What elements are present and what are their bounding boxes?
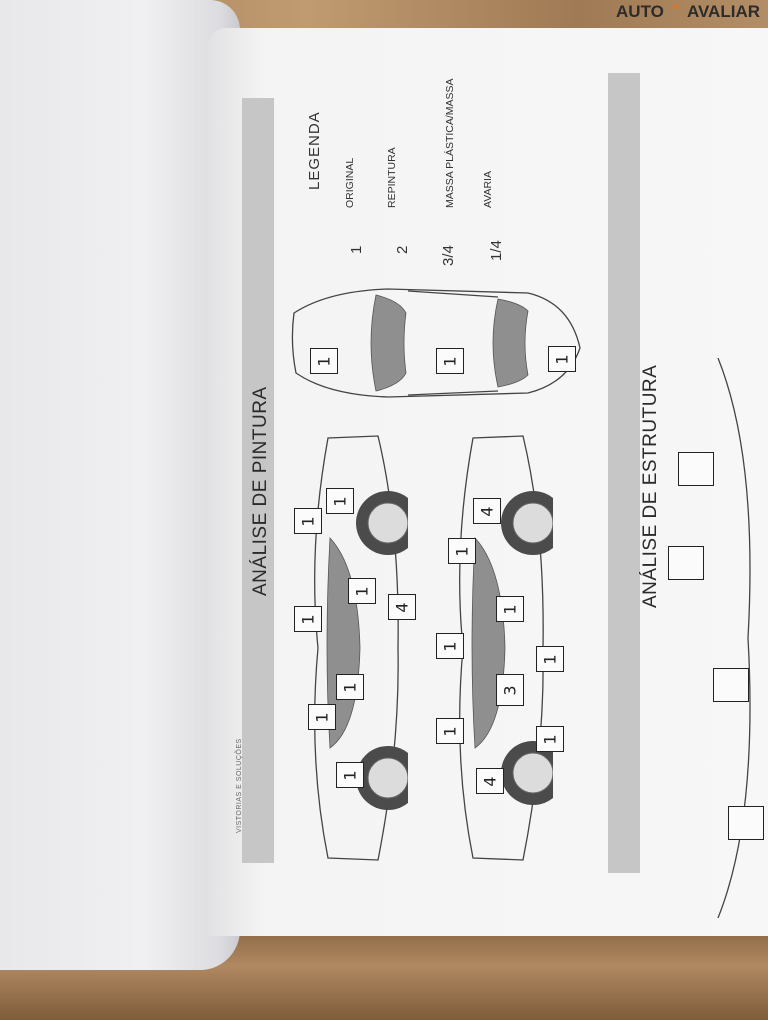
mark-box[interactable]: 4 <box>473 498 501 524</box>
car-structure-view <box>717 358 751 918</box>
mark-box[interactable] <box>668 546 704 580</box>
mark-box[interactable]: 1 <box>548 346 576 372</box>
mark-box[interactable]: 4 <box>476 768 504 794</box>
form-page: ANÁLISE DE PINTURA ANÁLISE DE ESTRUTURA … <box>208 28 768 936</box>
mark-box[interactable]: 1 <box>496 596 524 622</box>
left-page <box>0 0 240 970</box>
mark-box[interactable] <box>728 806 764 840</box>
mark-box[interactable]: 1 <box>326 488 354 514</box>
legend-label-3: MASSA PLÁSTICA/MASSA <box>444 78 456 208</box>
mark-value: 1 <box>314 355 334 367</box>
legend-code-4: 1/4 <box>488 240 505 261</box>
mark-value: 1 <box>552 353 572 365</box>
structure-section-header <box>608 73 640 873</box>
mark-box[interactable]: 1 <box>436 633 464 659</box>
mark-value: 1 <box>440 725 460 737</box>
car-side-view-lower <box>459 435 553 861</box>
mark-value: 1 <box>298 515 318 527</box>
mark-box[interactable]: 1 <box>348 578 376 604</box>
legend-code-3: 3/4 <box>440 245 457 266</box>
paint-section-title: ANÁLISE DE PINTURA <box>250 386 271 596</box>
legend-code-1: 1 <box>348 245 365 254</box>
paint-section-header <box>242 98 274 863</box>
mark-box[interactable]: 1 <box>308 704 336 730</box>
legend-code-2: 2 <box>394 245 411 254</box>
mark-box[interactable]: 1 <box>336 762 364 788</box>
mark-box[interactable]: 1 <box>294 508 322 534</box>
mark-box[interactable]: 1 <box>310 348 338 374</box>
mark-value: 1 <box>452 545 472 557</box>
legend-title: LEGENDA <box>306 111 323 190</box>
mark-box[interactable]: 1 <box>336 674 364 700</box>
mark-value: 4 <box>477 505 497 517</box>
mark-value: 1 <box>298 613 318 625</box>
mark-value: 4 <box>392 601 412 613</box>
legend-label-1: ORIGINAL <box>344 157 356 208</box>
mark-box[interactable]: 1 <box>536 726 564 752</box>
mark-box[interactable]: 1 <box>436 718 464 744</box>
mark-value: 1 <box>440 640 460 652</box>
company-tagline: VISTORIAS E SOLUÇÕES <box>236 738 243 833</box>
mark-value: 1 <box>540 733 560 745</box>
legend-label-4: AVARIA <box>482 171 494 208</box>
mark-value: 1 <box>330 495 350 507</box>
mark-value: 1 <box>312 711 332 723</box>
mark-value: 1 <box>340 681 360 693</box>
mark-box[interactable]: 3 <box>496 674 524 706</box>
mark-box[interactable]: 1 <box>448 538 476 564</box>
brand-suffix: AVALIAR <box>686 2 760 21</box>
mark-value: 4 <box>480 775 500 787</box>
brand-prefix: AUTO <box>616 2 664 21</box>
brand-logo: AUTO ⌃ AVALIAR <box>616 2 760 22</box>
mark-value: 1 <box>352 585 372 597</box>
structure-section-title: ANÁLISE DE ESTRUTURA <box>640 364 661 608</box>
mark-box[interactable]: 4 <box>388 594 416 620</box>
logo-mark-icon: ⌃ <box>668 2 683 21</box>
car-top-view <box>291 288 581 398</box>
mark-value: 3 <box>500 684 520 696</box>
mark-value: 1 <box>340 769 360 781</box>
mark-value: 1 <box>540 653 560 665</box>
mark-box[interactable] <box>678 452 714 486</box>
mark-value: 1 <box>440 355 460 367</box>
legend-label-2: REPINTURA <box>386 147 398 208</box>
mark-box[interactable]: 1 <box>536 646 564 672</box>
mark-box[interactable]: 1 <box>294 606 322 632</box>
mark-box[interactable] <box>713 668 749 702</box>
mark-box[interactable]: 1 <box>436 348 464 374</box>
mark-value: 1 <box>500 603 520 615</box>
